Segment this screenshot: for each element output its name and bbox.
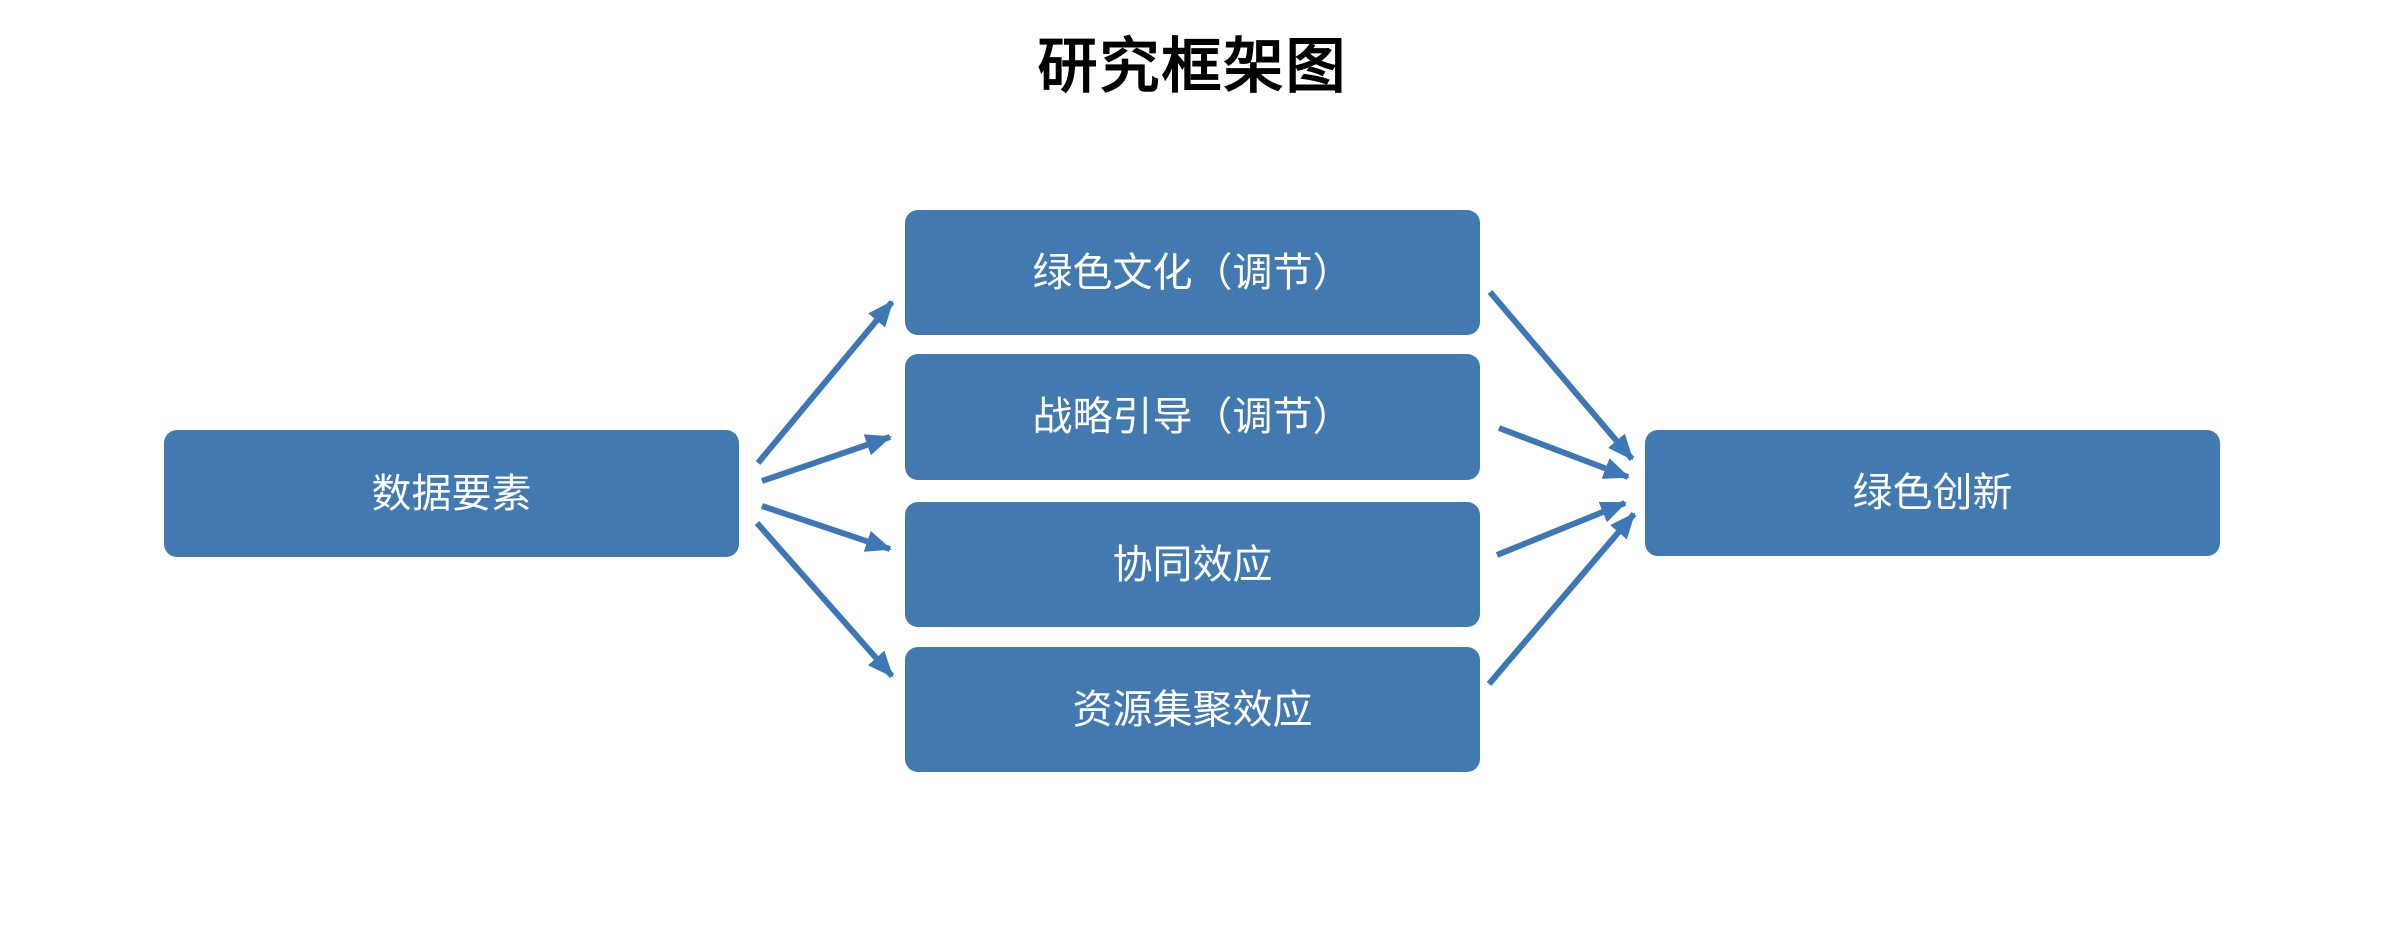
edge-data-elements-to-synergy-effect	[761, 503, 892, 552]
node-strategic-guidance: 战略引导（调节）	[905, 354, 1480, 480]
edge-data-elements-to-resource-agglomeration	[754, 521, 895, 678]
edge-strategic-guidance-to-green-innovation	[1497, 425, 1630, 480]
node-green-innovation: 绿色创新	[1645, 430, 2220, 556]
edge-data-elements-to-green-culture	[755, 300, 895, 465]
node-synergy-effect: 协同效应	[905, 502, 1480, 627]
edge-data-elements-to-strategic-guidance	[761, 434, 892, 484]
node-data-elements: 数据要素	[164, 430, 739, 557]
node-green-culture: 绿色文化（调节）	[905, 210, 1480, 335]
node-resource-agglomeration: 资源集聚效应	[905, 647, 1480, 772]
edge-green-culture-to-green-innovation	[1487, 290, 1635, 461]
diagram-title: 研究框架图	[1037, 32, 1348, 102]
edge-synergy-effect-to-green-innovation	[1495, 500, 1627, 558]
edge-resource-agglomeration-to-green-innovation	[1486, 512, 1637, 686]
